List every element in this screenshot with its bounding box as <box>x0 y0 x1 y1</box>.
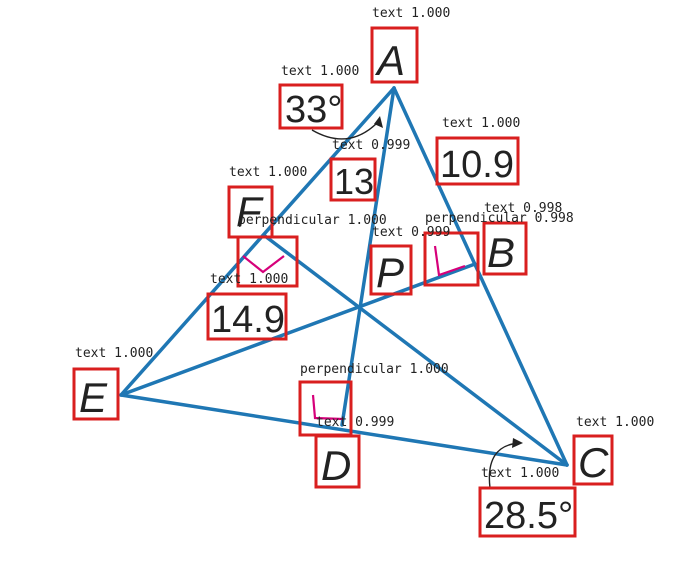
caption-perpF: perpendicular 1.000 <box>238 213 387 228</box>
right-angle-F <box>242 255 285 274</box>
angle-arrows <box>311 116 523 489</box>
box-13 <box>329 157 377 202</box>
box-28_5 <box>478 486 577 538</box>
box-perpB <box>423 231 480 287</box>
point-labels: A F B P E D C <box>79 37 609 489</box>
box-D <box>314 434 361 489</box>
segment-A-D <box>340 86 396 427</box>
arrow-C-head <box>512 438 523 448</box>
measure-AB: 10.9 <box>440 144 514 186</box>
label-P: P <box>376 249 404 296</box>
caption-10_9: text 1.000 <box>442 116 520 131</box>
caption-E: text 1.000 <box>75 346 153 361</box>
arrow-A-curve <box>311 119 381 140</box>
box-P <box>369 244 413 296</box>
label-B: B <box>487 229 515 276</box>
label-E: E <box>79 374 108 421</box>
label-F: F <box>236 188 264 235</box>
caption-P: text 0.999 <box>372 225 450 240</box>
side-AC <box>392 86 569 467</box>
measure-angle-C: 28.5° <box>484 495 573 537</box>
side-AE <box>119 86 396 397</box>
measure-labels: 33° 10.9 13 14.9 28.5° <box>211 89 573 537</box>
box-10_9 <box>435 136 520 186</box>
label-A: A <box>374 37 405 84</box>
box-A <box>370 26 419 84</box>
detection-captions: text 1.000 text 1.000 text 1.000 text 0.… <box>75 6 654 481</box>
right-angle-B <box>433 245 466 277</box>
caption-14_9: text 1.000 <box>210 272 288 287</box>
triangle-lines <box>119 86 569 467</box>
caption-perpB: perpendicular 0.998 <box>425 211 574 226</box>
measure-EF: 14.9 <box>211 299 285 341</box>
right-angle-D <box>311 394 344 421</box>
box-C <box>572 434 614 486</box>
caption-A: text 1.000 <box>372 6 450 21</box>
box-E <box>72 367 120 421</box>
box-33 <box>278 83 344 130</box>
caption-D: text 0.999 <box>316 415 394 430</box>
label-C: C <box>578 439 609 486</box>
measure-AF: 13 <box>334 161 374 202</box>
measure-angle-A: 33° <box>285 89 342 131</box>
caption-33: text 1.000 <box>281 64 359 79</box>
box-14_9 <box>206 292 288 341</box>
caption-B: text 0.998 <box>484 201 562 216</box>
arrow-A-head <box>374 116 383 128</box>
box-B <box>482 221 528 276</box>
label-D: D <box>321 442 351 489</box>
caption-13: text 0.999 <box>332 138 410 153</box>
caption-C: text 1.000 <box>576 415 654 430</box>
caption-F: text 1.000 <box>229 165 307 180</box>
segment-C-F <box>263 234 569 467</box>
caption-perpD: perpendicular 1.000 <box>300 362 449 377</box>
side-EC <box>119 393 569 467</box>
right-angle-marks <box>242 245 466 421</box>
box-perpF <box>236 235 299 288</box>
detection-boxes <box>72 26 614 538</box>
segment-E-B <box>119 262 477 397</box>
caption-28_5: text 1.000 <box>481 466 559 481</box>
